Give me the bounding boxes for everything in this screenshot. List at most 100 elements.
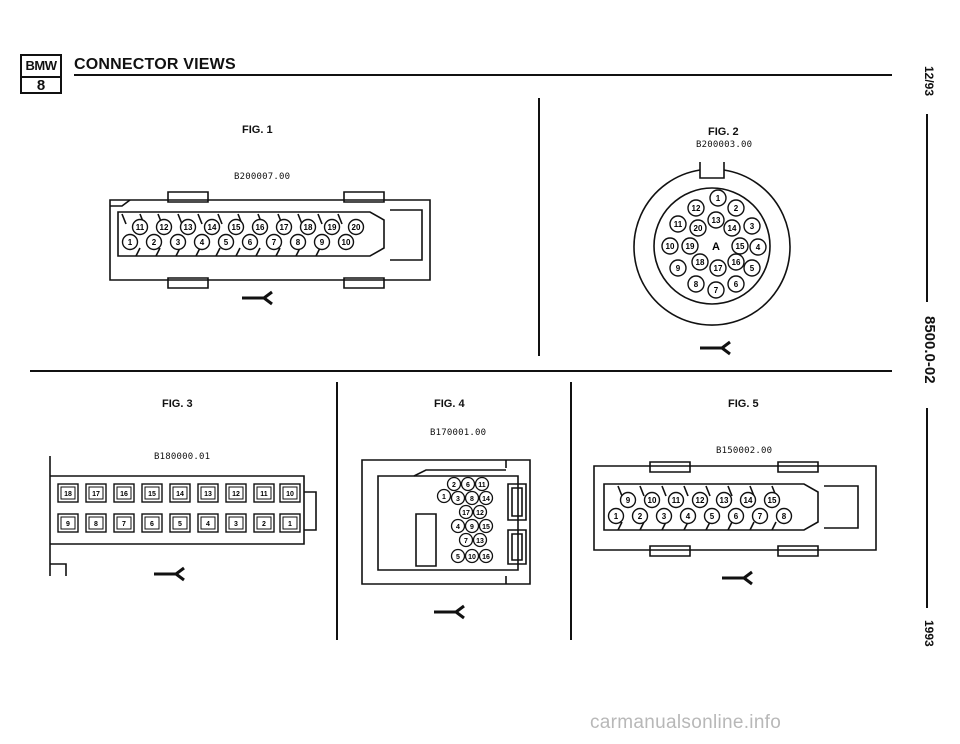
svg-text:16: 16 — [256, 223, 265, 232]
svg-text:10: 10 — [286, 491, 294, 498]
fig1-connector: 11 12 13 14 15 16 17 18 19 20 1 2 3 4 5 … — [109, 191, 431, 306]
svg-text:14: 14 — [728, 224, 737, 233]
fig1-pin-9: 9 — [313, 233, 331, 251]
svg-text:11: 11 — [478, 482, 486, 489]
svg-text:20: 20 — [352, 223, 361, 232]
svg-text:14: 14 — [482, 496, 490, 503]
svg-text:6: 6 — [734, 280, 739, 289]
fig1-pin-8: 8 — [289, 233, 307, 251]
fig1-pin-20: 20 — [347, 218, 365, 236]
fig4-pin-4: 4 — [450, 518, 466, 534]
svg-text:2: 2 — [452, 482, 456, 489]
fig2-pin-14: 14 — [723, 219, 741, 237]
fig1-label: FIG. 1 — [242, 124, 273, 136]
side-rule-1 — [926, 114, 928, 302]
svg-text:A: A — [712, 241, 720, 253]
svg-text:4: 4 — [456, 524, 460, 531]
fig4-pin-16: 16 — [478, 548, 494, 564]
svg-text:11: 11 — [136, 223, 145, 232]
fig1-pin-6: 6 — [241, 233, 259, 251]
svg-text:17: 17 — [714, 264, 723, 273]
fig1-pin-13: 13 — [179, 218, 197, 236]
fig5-pin-11: 11 — [667, 491, 685, 509]
svg-text:5: 5 — [178, 521, 182, 528]
svg-text:12: 12 — [696, 496, 705, 505]
fig2-part-number: B200003.00 — [696, 140, 753, 150]
fig2-pin-12: 12 — [687, 199, 705, 217]
fig3-label: FIG. 3 — [162, 398, 193, 410]
fig2-pin-20: 20 — [689, 219, 707, 237]
svg-text:19: 19 — [686, 242, 695, 251]
fig2-pin-9: 9 — [669, 259, 687, 277]
svg-text:16: 16 — [482, 554, 490, 561]
svg-text:18: 18 — [64, 491, 72, 498]
svg-text:2: 2 — [152, 238, 157, 247]
fig5-pin-8: 8 — [775, 507, 793, 525]
fig2-connector: 1 2 3 4 5 6 7 8 9 10 11 12 13 14 15 16 1… — [633, 162, 791, 356]
svg-text:18: 18 — [696, 258, 705, 267]
fig2-pin-11: 11 — [669, 215, 687, 233]
fig2-pin-6: 6 — [727, 275, 745, 293]
svg-text:3: 3 — [456, 496, 460, 503]
svg-text:13: 13 — [184, 223, 193, 232]
fig1-bottom-pins: 1 2 3 4 5 6 7 8 9 10 — [121, 233, 355, 251]
svg-text:8: 8 — [296, 238, 301, 247]
fig3-pin-4: 4 — [197, 513, 219, 533]
side-doc-number: 8500.0-02 — [921, 316, 938, 384]
svg-text:15: 15 — [768, 496, 777, 505]
svg-text:20: 20 — [694, 224, 703, 233]
fig2-pin-18: 18 — [691, 253, 709, 271]
svg-text:1: 1 — [442, 494, 446, 501]
fig3-pin-11: 11 — [253, 483, 275, 503]
fig4-pin-14: 14 — [478, 490, 494, 506]
svg-text:1: 1 — [288, 521, 292, 528]
fig4-pin-12: 12 — [472, 504, 488, 520]
fig3-pin-2: 2 — [253, 513, 275, 533]
svg-text:19: 19 — [328, 223, 337, 232]
fig3-pin-17: 17 — [85, 483, 107, 503]
svg-text:10: 10 — [468, 554, 476, 561]
fig5-bottom-pins: 1 2 3 4 5 6 7 8 — [607, 507, 793, 525]
fig4-pin-7: 7 — [458, 532, 474, 548]
svg-text:15: 15 — [736, 242, 745, 251]
fig5-pin-12: 12 — [691, 491, 709, 509]
fig5-top-pins: 9 10 11 12 13 14 15 — [619, 491, 781, 509]
fig3-pin-12: 12 — [225, 483, 247, 503]
fig3-pin-16: 16 — [113, 483, 135, 503]
logo-bmw-text: BMW — [22, 56, 60, 78]
svg-text:6: 6 — [150, 521, 154, 528]
svg-text:12: 12 — [476, 510, 484, 517]
svg-text:7: 7 — [272, 238, 277, 247]
fig3-pin-9: 9 — [57, 513, 79, 533]
fig1-pin-17: 17 — [275, 218, 293, 236]
svg-text:13: 13 — [204, 491, 212, 498]
fig5-pin-3: 3 — [655, 507, 673, 525]
divider-vertical-bottom-left — [336, 382, 338, 640]
svg-text:3: 3 — [176, 238, 181, 247]
svg-text:15: 15 — [148, 491, 156, 498]
fig1-top-pins: 11 12 13 14 15 16 17 18 19 20 — [131, 218, 365, 236]
fig4-pin-5: 5 — [450, 548, 466, 564]
fig5-pin-13: 13 — [715, 491, 733, 509]
fig1-pin-1: 1 — [121, 233, 139, 251]
divider-horizontal — [30, 370, 892, 372]
svg-text:4: 4 — [756, 243, 761, 252]
fig4-pin-6: 6 — [460, 476, 476, 492]
fig4-key-arrow-icon — [434, 604, 465, 620]
fig5-part-number: B150002.00 — [716, 446, 773, 456]
fig1-pin-18: 18 — [299, 218, 317, 236]
svg-text:15: 15 — [482, 524, 490, 531]
svg-text:14: 14 — [176, 491, 184, 498]
fig2-label: FIG. 2 — [708, 126, 739, 138]
svg-text:9: 9 — [66, 521, 70, 528]
fig5-pin-2: 2 — [631, 507, 649, 525]
fig5-pin-10: 10 — [643, 491, 661, 509]
svg-text:10: 10 — [342, 238, 351, 247]
fig4-pin-10: 10 — [464, 548, 480, 564]
svg-text:8: 8 — [694, 280, 699, 289]
fig1-key-arrow-icon — [242, 290, 273, 306]
fig5-label: FIG. 5 — [728, 398, 759, 410]
side-rule-2 — [926, 408, 928, 608]
fig5-pin-7: 7 — [751, 507, 769, 525]
svg-text:3: 3 — [750, 222, 755, 231]
